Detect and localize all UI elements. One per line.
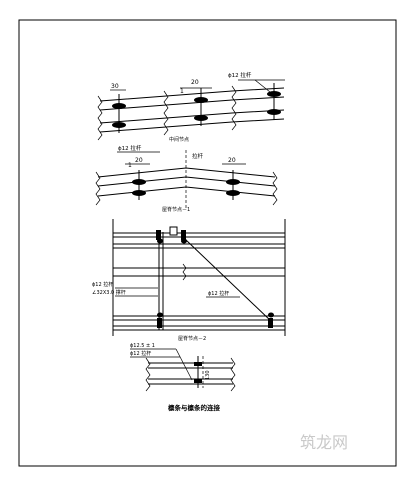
break-mark-right [272, 171, 278, 206]
dim-label-left: 20 [135, 157, 143, 164]
leader-diagonal [175, 348, 193, 381]
break-mark-center [163, 90, 169, 136]
detail-ridge-1: ϕ12 拉杆 1 20 拉杆 20 屋脊节点－1 [95, 144, 278, 213]
position-label-mid: 1 [180, 88, 184, 95]
bolt-group-mid [194, 97, 208, 121]
detail-ridge-2: ϕ12 拉杆 ∠32X3.0 撑杆 ϕ12 拉杆 屋脊节点－2 [92, 219, 286, 342]
caption: 中间节点 [169, 136, 189, 143]
dim-label-mid: 20 [191, 79, 199, 86]
break-mark-right [230, 357, 236, 392]
diagonal-tie [185, 239, 273, 323]
left-label-1: ϕ12 拉杆 [92, 281, 113, 288]
ridge-line-3 [97, 186, 276, 197]
purlin-top-line-4 [99, 118, 285, 133]
dim-label-left: 30 [111, 83, 119, 90]
dim-vertical: 130 [205, 370, 211, 380]
sheet-frame [18, 19, 397, 467]
drawing-title: 檩条与檩条的连接 [168, 403, 221, 412]
purlin-top-line-2 [99, 96, 285, 111]
detail-tie-anchor: ϕ12.5 ± 1 ϕ12 拉杆 130 [130, 343, 236, 392]
right-label: ϕ12 拉杆 [208, 290, 229, 297]
label-1: ϕ12.5 ± 1 [130, 343, 155, 349]
label-2: ϕ12 拉杆 [130, 350, 151, 357]
tie-label: 拉杆 [192, 152, 204, 160]
bolt-lower [194, 379, 202, 383]
purlin-top-line-3 [99, 109, 285, 124]
bolt-group-bottom [157, 312, 274, 328]
bolt-group-right [226, 179, 240, 196]
ridge-line-1 [97, 167, 276, 178]
bolt-group-left [132, 179, 146, 196]
bolt-group-top [156, 226, 187, 244]
break-mark-left [97, 95, 103, 141]
left-label-2: ∠32X3.0 撑杆 [92, 289, 126, 296]
break-mark-left [95, 171, 101, 206]
break-mark-right [231, 85, 237, 131]
caption: 屋脊节点－2 [178, 335, 206, 342]
ridge-line-2 [97, 176, 276, 187]
leader-arrow-right [254, 79, 271, 93]
position-label-left: 1 [128, 162, 132, 169]
bar-label: ϕ12 拉杆 [118, 144, 142, 152]
detail-mid-span: 30 20 1 ϕ12 拉杆 中间节点 [97, 71, 285, 143]
break-mark-mid [182, 263, 187, 281]
bolt-group-right [267, 91, 281, 115]
caption: 屋脊节点－1 [162, 206, 190, 213]
bolt-group-left [112, 103, 126, 128]
break-mark-left [145, 357, 151, 392]
watermark: 筑龙网 [300, 433, 348, 452]
bar-label: ϕ12 拉杆 [228, 71, 252, 79]
bolt-upper [194, 362, 202, 366]
dim-label-right: 20 [228, 157, 236, 164]
